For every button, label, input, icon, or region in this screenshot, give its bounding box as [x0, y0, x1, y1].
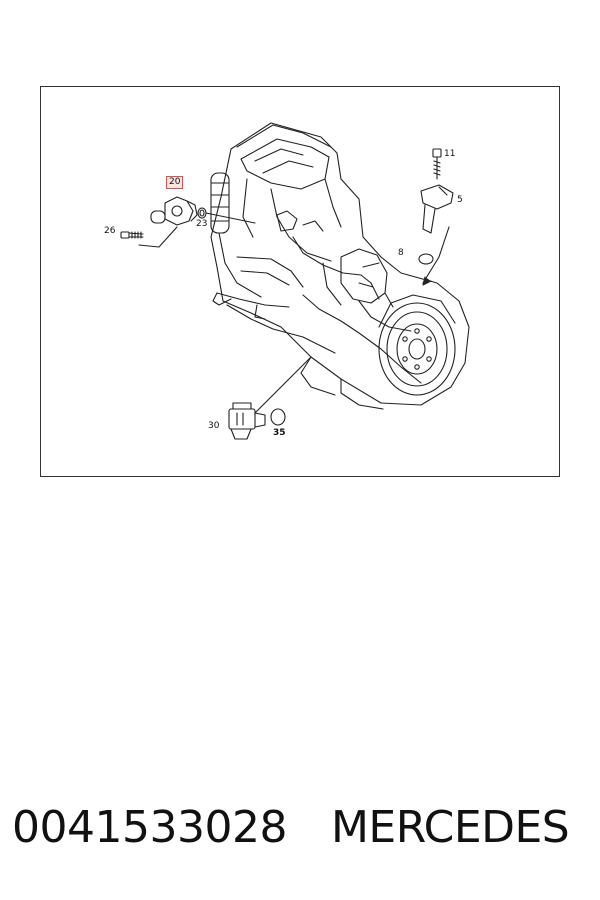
leader-line-23	[205, 212, 256, 224]
part-26-bolt-drawing	[120, 231, 144, 239]
callout-20[interactable]: 20	[166, 176, 184, 189]
engine-block-drawing	[210, 122, 470, 410]
callout-35: 35	[273, 428, 286, 438]
engine-exploded-diagram	[120, 122, 470, 440]
callout-11: 11	[444, 149, 456, 159]
part-23-oring-drawing	[197, 207, 207, 219]
leader-line-30	[254, 356, 312, 414]
part-30-sensor-drawing	[228, 402, 266, 440]
callout-30: 30	[208, 421, 220, 431]
part-20-sensor-drawing	[150, 196, 198, 226]
callout-23: 23	[196, 219, 208, 229]
leader-line-26	[138, 226, 178, 248]
brand-name: MERCEDES	[330, 802, 570, 853]
part-35-oring-drawing	[270, 408, 286, 426]
callout-26: 26	[104, 226, 116, 236]
leader-arrow-5	[422, 226, 450, 284]
part-caption: 0041533028 MERCEDES	[12, 802, 592, 853]
callout-8: 8	[398, 248, 404, 258]
callout-5: 5	[457, 195, 463, 205]
part-5-sensor-drawing	[420, 184, 454, 234]
part-number: 0041533028	[12, 802, 287, 853]
arrow-head	[422, 276, 432, 286]
diagram-frame: 20 26 23 11 5 8 30 35	[40, 86, 560, 477]
part-11-bolt-drawing	[432, 148, 442, 180]
part-8-oring-drawing	[418, 253, 434, 265]
